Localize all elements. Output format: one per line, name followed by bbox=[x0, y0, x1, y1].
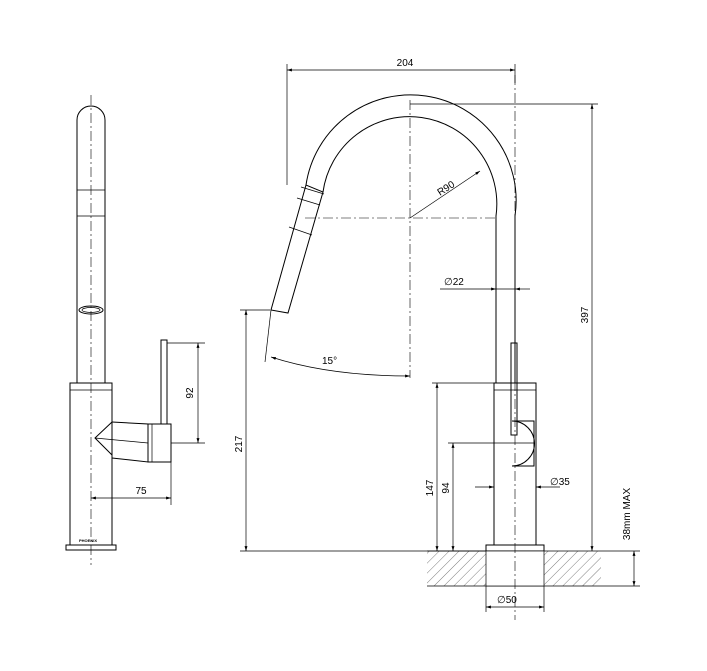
dim-overall-height-label: 397 bbox=[580, 306, 591, 323]
dim-handle-center-height-label: 94 bbox=[441, 482, 452, 494]
dim-handle-reach-label: 75 bbox=[135, 486, 147, 497]
dim-radius-label: R90 bbox=[436, 179, 458, 198]
dim-overall-width-label: 204 bbox=[397, 58, 414, 69]
svg-text:∅22: ∅22 bbox=[444, 277, 464, 288]
svg-text:∅35: ∅35 bbox=[550, 477, 570, 488]
front-view: R90 204 ∅22 15° 397 bbox=[234, 58, 640, 620]
dim-lever-body-height-label: 147 bbox=[425, 479, 436, 496]
svg-text:∅50: ∅50 bbox=[497, 595, 517, 606]
brand-logo-text: PHOENIX bbox=[79, 538, 97, 543]
dim-spout-outlet-height-label: 217 bbox=[234, 435, 245, 452]
dim-handle-height-label: 92 bbox=[185, 387, 196, 399]
dim-base-diameter-label: 50 bbox=[506, 595, 518, 606]
dim-spout-diameter-label: 22 bbox=[453, 277, 465, 288]
diameter-symbol: ∅ bbox=[444, 277, 453, 288]
dim-body-diameter-label: 35 bbox=[559, 477, 571, 488]
side-view: PHOENIX 92 75 bbox=[65, 95, 205, 565]
dim-bench-thickness-label: 38mm MAX bbox=[622, 488, 633, 541]
dim-spray-angle-label: 15° bbox=[322, 356, 337, 367]
